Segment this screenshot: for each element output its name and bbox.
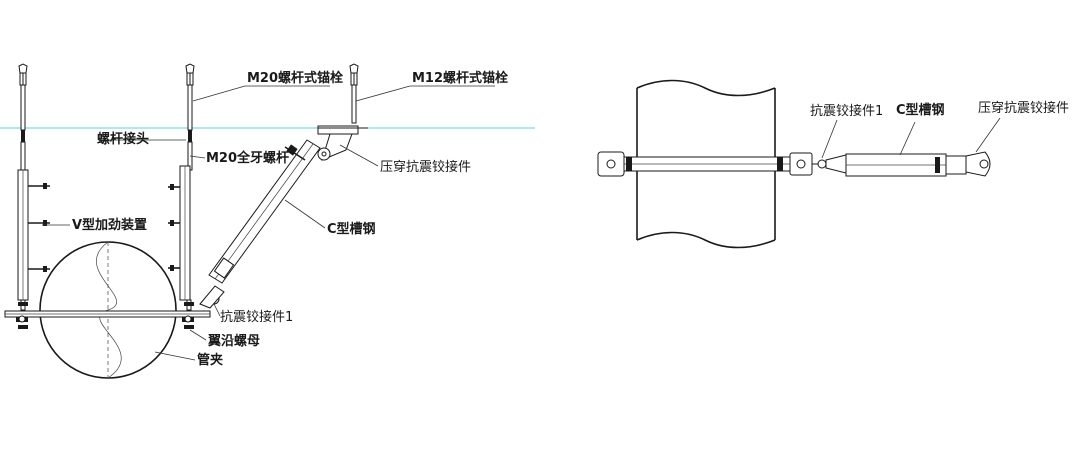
labels-right: 抗震铰接件1 C型槽钢 压穿抗震铰接件 bbox=[810, 100, 1069, 119]
pipe-clamp-drawing bbox=[4, 241, 211, 379]
label-hinge1: 抗震铰接件1 bbox=[220, 309, 293, 325]
hanger-rod-middle bbox=[168, 63, 195, 329]
label-flange-nut: 翼沿螺母 bbox=[207, 333, 260, 349]
clamp-strap bbox=[597, 151, 813, 177]
label-v-stiffener: V型加劲装置 bbox=[72, 217, 147, 233]
label-m20-rod: M20全牙螺杆 bbox=[206, 150, 289, 166]
label-right-hinge1: 抗震铰接件1 bbox=[810, 103, 883, 119]
labels-left: M20螺杆式锚栓 M12螺杆式锚栓 螺杆接头 M20全牙螺杆 压穿抗震铰接件 V… bbox=[72, 70, 508, 368]
left-view: M20螺杆式锚栓 M12螺杆式锚栓 螺杆接头 M20全牙螺杆 压穿抗震铰接件 V… bbox=[4, 63, 508, 379]
leaders-right bbox=[821, 117, 1001, 159]
label-m20-anchor: M20螺杆式锚栓 bbox=[247, 70, 343, 86]
label-rod-coupler: 螺杆接头 bbox=[97, 131, 149, 147]
label-pressure-hinge: 压穿抗震铰接件 bbox=[380, 159, 471, 175]
right-view: 抗震铰接件1 C型槽钢 压穿抗震铰接件 bbox=[597, 79, 1069, 249]
label-m12-anchor: M12螺杆式锚栓 bbox=[412, 70, 508, 86]
label-c-channel: C型槽钢 bbox=[327, 221, 376, 237]
anchor-rod-right bbox=[349, 63, 359, 124]
c-channel-brace bbox=[199, 125, 368, 309]
hanger-rod-left bbox=[17, 63, 50, 329]
label-right-pressure-hinge: 压穿抗震铰接件 bbox=[978, 100, 1069, 116]
leaders-left bbox=[42, 85, 495, 361]
label-pipe-clamp: 管夹 bbox=[197, 352, 223, 368]
label-right-c-channel: C型槽钢 bbox=[896, 102, 945, 118]
right-brace bbox=[812, 151, 991, 177]
